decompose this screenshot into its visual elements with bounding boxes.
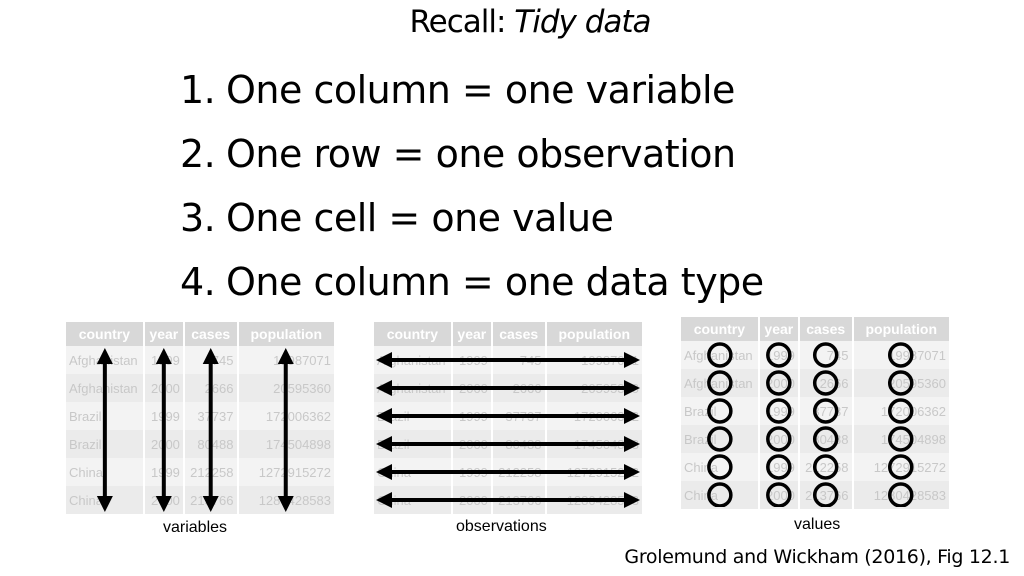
rule-2: 2.One row = one observation xyxy=(180,122,764,186)
arrowhead xyxy=(202,348,219,364)
value-circle xyxy=(888,454,914,480)
rule-number: 3. xyxy=(180,196,216,240)
column-header: cases xyxy=(491,322,547,346)
value-circle xyxy=(766,342,792,368)
arrowhead xyxy=(376,380,392,396)
arrowhead xyxy=(624,380,640,396)
arrowhead xyxy=(376,436,392,452)
rules-list: 1.One column = one variable 2.One row = … xyxy=(180,58,764,314)
table-cell: 1999 xyxy=(758,397,800,425)
value-circle xyxy=(707,454,733,480)
column-header: country xyxy=(66,322,145,346)
citation: Grolemund and Wickham (2016), Fig 12.1 xyxy=(624,546,1010,568)
arrowhead xyxy=(202,496,219,512)
column-header: country xyxy=(681,317,760,341)
value-circle xyxy=(812,454,839,480)
arrowhead xyxy=(155,348,172,364)
slide-title: Recall: Tidy data xyxy=(0,4,1024,40)
value-circles xyxy=(707,342,914,507)
value-circle xyxy=(812,370,839,396)
rule-text: One cell = one value xyxy=(226,196,614,240)
value-circle xyxy=(888,482,914,507)
arrowhead xyxy=(277,496,294,512)
table-cell: Afghanistan xyxy=(66,374,145,402)
arrowhead xyxy=(624,408,640,424)
value-circle xyxy=(766,426,792,452)
table-cell: 20595360 xyxy=(852,369,949,397)
arrowhead xyxy=(155,496,172,512)
rule-4: 4.One column = one data type xyxy=(180,250,764,314)
values-caption: values xyxy=(794,516,841,533)
rule-3: 3.One cell = one value xyxy=(180,186,764,250)
column-header: year xyxy=(143,322,185,346)
value-circle xyxy=(766,370,792,396)
value-circle xyxy=(812,482,839,507)
rule-number: 4. xyxy=(180,260,216,304)
column-header: year xyxy=(451,322,493,346)
rule-text: One column = one data type xyxy=(226,260,764,304)
observations-caption: observations xyxy=(456,518,547,535)
value-circle xyxy=(888,398,914,424)
arrowhead xyxy=(376,352,392,368)
column-header: year xyxy=(758,317,800,341)
arrowhead xyxy=(277,348,294,364)
column-header: cases xyxy=(183,322,239,346)
rule-number: 2. xyxy=(180,132,216,176)
arrowhead xyxy=(376,492,392,508)
rule-text: One row = one observation xyxy=(226,132,736,176)
rule-text: One column = one variable xyxy=(226,68,735,112)
arrowhead xyxy=(376,464,392,480)
value-circle xyxy=(812,342,839,368)
rule-1: 1.One column = one variable xyxy=(180,58,764,122)
column-header: population xyxy=(237,322,334,346)
column-header: cases xyxy=(798,317,854,341)
arrowhead xyxy=(96,348,113,364)
variables-caption: variables xyxy=(163,519,228,536)
column-header: population xyxy=(852,317,949,341)
arrowhead xyxy=(624,352,640,368)
column-header: population xyxy=(545,322,642,346)
title-plain: Recall: xyxy=(409,4,515,40)
observation-arrows xyxy=(376,352,640,508)
value-circle xyxy=(707,398,733,424)
arrowhead xyxy=(624,492,640,508)
value-circle xyxy=(707,426,733,452)
table-cell: 2000 xyxy=(758,425,800,453)
value-circle xyxy=(766,482,792,507)
value-circle xyxy=(707,370,733,396)
value-circle xyxy=(707,342,733,368)
arrowhead xyxy=(624,436,640,452)
arrowhead xyxy=(376,408,392,424)
arrowhead xyxy=(624,464,640,480)
arrowhead xyxy=(96,496,113,512)
title-italic: Tidy data xyxy=(514,4,651,40)
value-circle xyxy=(888,370,914,396)
variable-arrows xyxy=(96,348,294,512)
value-circle xyxy=(888,342,914,368)
value-circle xyxy=(812,398,839,424)
value-circle xyxy=(812,426,839,452)
value-circle xyxy=(888,426,914,452)
value-circle xyxy=(766,398,792,424)
rule-number: 1. xyxy=(180,68,216,112)
column-header: country xyxy=(374,322,453,346)
value-circle xyxy=(766,454,792,480)
value-circle xyxy=(707,482,733,507)
